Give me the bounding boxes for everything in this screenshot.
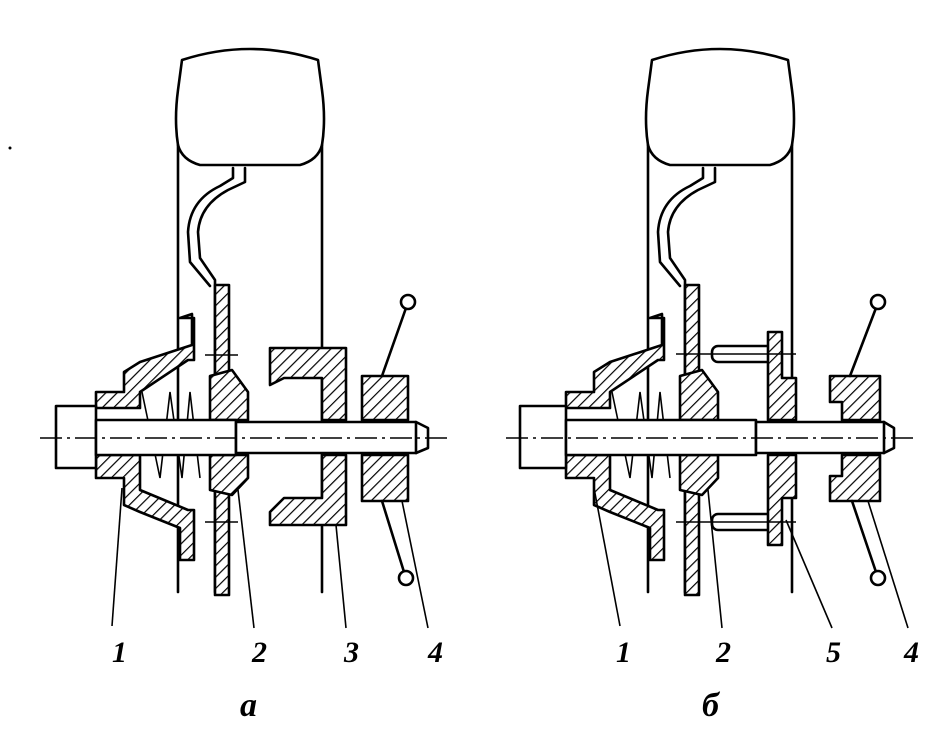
leader-2-b <box>707 489 723 629</box>
part-label-4-a: 4 <box>427 636 443 669</box>
part-label-5-b: 5 <box>826 636 841 669</box>
cone-housing-lower-a <box>94 453 196 562</box>
leader-4-b <box>867 500 909 629</box>
shaft-left-a <box>54 404 98 470</box>
handle-lower-a <box>380 499 406 574</box>
handle-upper-a <box>380 306 408 378</box>
cup-3-lower-a <box>268 453 348 527</box>
nut-4-lower-a <box>360 453 410 503</box>
handle-upper-b <box>848 306 878 378</box>
leader-5-b <box>785 519 833 629</box>
rim-a <box>186 166 247 594</box>
cup-3-a <box>268 346 348 422</box>
handle-lower-b <box>850 499 878 574</box>
cone-housing-b <box>564 312 666 410</box>
leader-2-a <box>237 489 255 629</box>
part-label-1-a: 1 <box>112 636 127 669</box>
part-label-3-a: 3 <box>343 636 359 669</box>
stray-dot <box>8 146 12 150</box>
nut-4-lower-b <box>828 453 882 503</box>
panel-b: 1 2 5 4 б <box>506 47 919 724</box>
handle-knob-lower-b <box>869 569 887 587</box>
handle-knob-lower-a <box>397 569 415 587</box>
leader-3-a <box>335 524 347 629</box>
panel-caption-b: б <box>702 687 721 724</box>
panel-caption-a: a <box>240 687 257 724</box>
handle-knob-upper-b <box>869 293 887 311</box>
cone-housing-a <box>94 312 196 410</box>
part-label-1-b: 1 <box>616 636 631 669</box>
nut-4-a <box>360 374 410 422</box>
part-label-4-b: 4 <box>903 636 919 669</box>
tire-a <box>174 47 326 167</box>
handle-knob-upper-a <box>399 293 417 311</box>
part-label-2-b: 2 <box>715 636 731 669</box>
leader-1-b <box>593 487 621 627</box>
nut-4-b <box>828 374 882 422</box>
cone-2-a <box>208 368 250 422</box>
panel-a: 1 2 3 4 a <box>40 47 448 724</box>
rim-b <box>656 166 717 594</box>
leader-1-a <box>111 487 123 627</box>
shaft-left-b <box>518 404 568 470</box>
part-label-2-a: 2 <box>251 636 267 669</box>
tire-b <box>644 47 796 167</box>
cone-housing-lower-b <box>564 453 666 562</box>
cone-2-lower-a <box>208 453 250 497</box>
cone-2-b <box>678 368 720 422</box>
leader-4-a <box>401 500 429 629</box>
cone-2-lower-b <box>678 453 720 497</box>
